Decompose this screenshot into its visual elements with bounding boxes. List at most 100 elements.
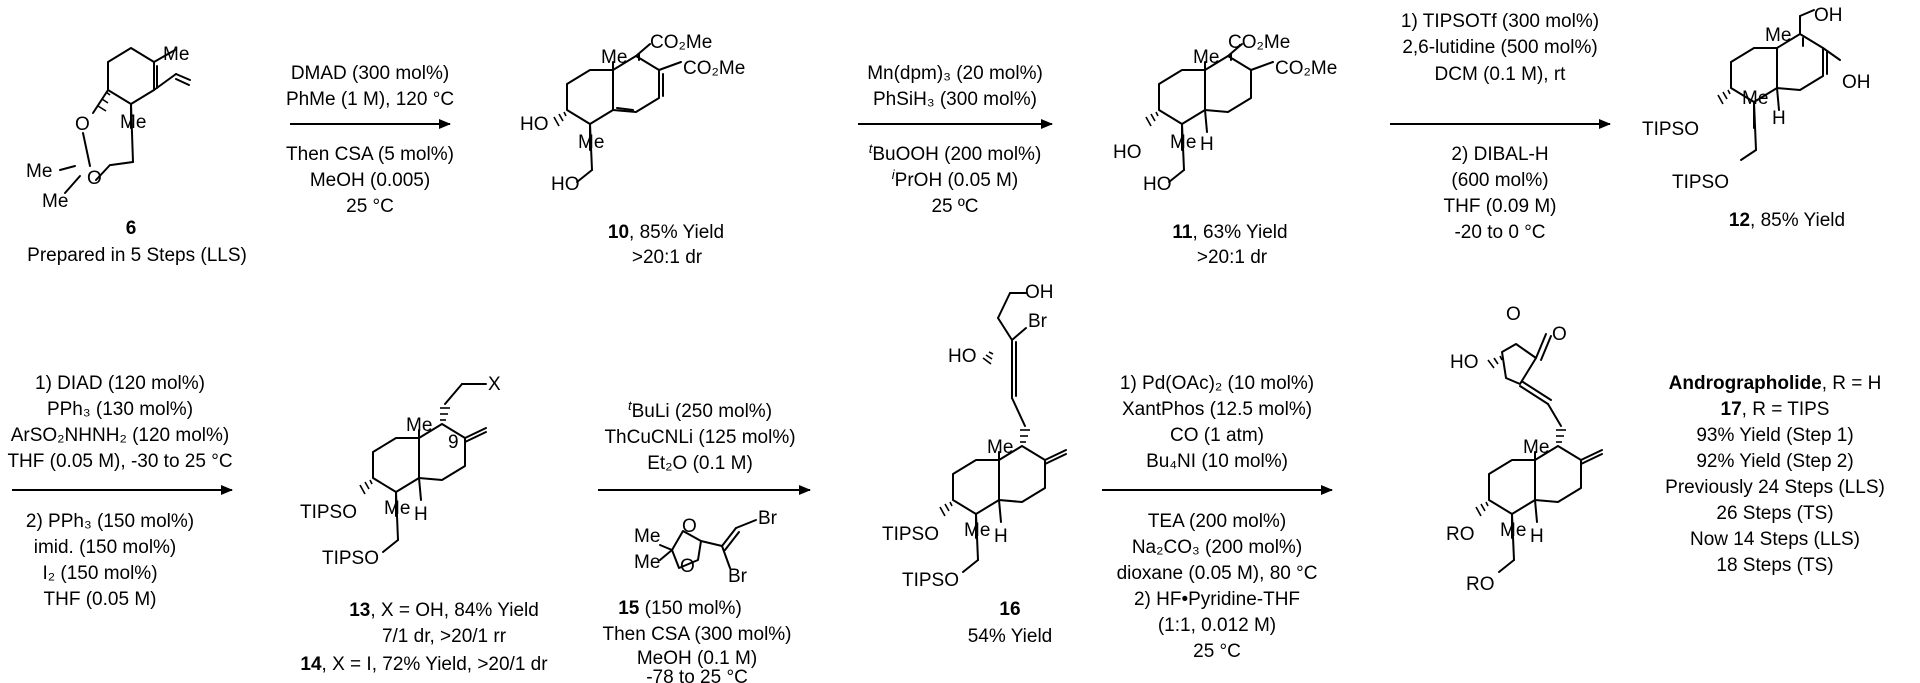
compound-13-structure	[359, 383, 487, 553]
arrow6-below-2: Na₂CO₃ (200 mol%)	[1132, 537, 1302, 558]
reagent15-br2: Br	[728, 566, 748, 587]
c10-dr: >20:1 dr	[632, 247, 703, 268]
c11-label: 11, 63% Yield	[1172, 222, 1287, 243]
c16-h: H	[994, 526, 1008, 547]
c6-caption: Prepared in 5 Steps (LLS)	[27, 245, 247, 266]
arrow5-below-1: 15 (150 mol%)	[618, 598, 742, 619]
c12-label: 12, 85% Yield	[1729, 210, 1845, 231]
c16-ho: HO	[948, 346, 977, 367]
c16-tipso-left: TIPSO	[882, 524, 939, 545]
c16-tipso-bottom: TIPSO	[902, 570, 959, 591]
c13-tipso-left: TIPSO	[300, 502, 357, 523]
c12-me-mid: Me	[1742, 88, 1768, 109]
arrow2-above-2: PhSiH₃ (300 mol%)	[873, 89, 1037, 110]
c13-tipso-bottom: TIPSO	[322, 548, 379, 569]
arrow1-below-2: MeOH (0.005)	[310, 170, 430, 191]
c11-me-mid: Me	[1170, 132, 1196, 153]
c12-oh-right: OH	[1842, 72, 1871, 93]
compound-10-structure	[553, 43, 682, 183]
c17-me-top: Me	[1523, 437, 1549, 458]
summary-line-4: 26 Steps (TS)	[1716, 503, 1833, 524]
c17-ro-left: RO	[1446, 524, 1475, 545]
c17-ro-bottom: RO	[1466, 574, 1495, 595]
compound-12-structure	[1717, 9, 1841, 161]
arrow4-below-2: imid. (150 mol%)	[34, 537, 177, 558]
c16-me-mid: Me	[964, 520, 990, 541]
c10-label: 10, 85% Yield	[608, 222, 724, 243]
c17-me-mid: Me	[1500, 520, 1526, 541]
c16-oh: OH	[1025, 282, 1054, 303]
summary-line-3: Previously 24 Steps (LLS)	[1665, 477, 1885, 498]
c13-me-mid: Me	[384, 498, 410, 519]
c6-me-left2: Me	[42, 191, 68, 212]
arrow4-below-1: 2) PPh₃ (150 mol%)	[26, 511, 194, 532]
arrow2-below-3: 25 ºC	[931, 196, 978, 217]
c12-oh-top: OH	[1814, 5, 1843, 26]
reagent15-br1: Br	[758, 508, 778, 529]
compound-6-structure	[59, 47, 191, 194]
arrow2-sup-i: i	[892, 167, 896, 182]
reagent15-me2: Me	[634, 552, 660, 573]
c10-co2me-right: CO₂Me	[683, 58, 745, 79]
c11-co2me-right: CO₂Me	[1275, 58, 1337, 79]
arrow3-above-2: 2,6-lutidine (500 mol%)	[1402, 37, 1597, 58]
compound-16-structure	[939, 292, 1067, 573]
arrow3-below-2: (600 mol%)	[1451, 170, 1548, 191]
arrow6-below-3: dioxane (0.05 M), 80 °C	[1117, 563, 1318, 584]
c13-nine: 9	[448, 432, 459, 453]
c16-br: Br	[1028, 311, 1048, 332]
arrow2-below-1: tBuOOH (200 mol%)	[869, 141, 1042, 165]
c14-number: 14	[300, 654, 322, 675]
arrow2-below-1-text: BuOOH (200 mol%)	[872, 144, 1041, 165]
summary-num-rest: , R = TIPS	[1742, 399, 1830, 420]
c17-h: H	[1530, 526, 1544, 547]
arrow2-below-2-text: PrOH (0.05 M)	[895, 170, 1019, 191]
c14-line: 14, X = I, 72% Yield, >20/1 dr	[300, 654, 548, 675]
arrow1-above-2: PhMe (1 M), 120 °C	[286, 89, 454, 110]
c10-me-top: Me	[601, 47, 627, 68]
arrow3-below-4: -20 to 0 °C	[1454, 222, 1545, 243]
c11-ho-bottom: HO	[1143, 174, 1172, 195]
arrow1-below-3: 25 °C	[346, 196, 394, 217]
arrow6-below-5: (1:1, 0.012 M)	[1158, 615, 1276, 636]
compound-11-structure	[1145, 43, 1274, 183]
c10-number: 10	[608, 222, 629, 243]
summary-line-2: 92% Yield (Step 2)	[1696, 451, 1853, 472]
arrow6-below-1: TEA (200 mol%)	[1148, 511, 1286, 532]
arrow4-above-1: 1) DIAD (120 mol%)	[35, 373, 205, 394]
c6-me-mid: Me	[120, 112, 146, 133]
arrow3-above-1: 1) TIPSOTf (300 mol%)	[1401, 11, 1599, 32]
arrow2-below-2: iPrOH (0.05 M)	[892, 167, 1018, 191]
summary-line-5: Now 14 Steps (LLS)	[1690, 529, 1860, 550]
c16-number: 16	[999, 599, 1020, 620]
c14-line-rest: , X = I, 72% Yield, >20/1 dr	[322, 654, 549, 675]
arrow5-above-3: Et₂O (0.1 M)	[647, 453, 753, 474]
summary-num-line: 17, R = TIPS	[1721, 399, 1830, 420]
arrow5-below-1-text: (150 mol%)	[639, 598, 741, 619]
summary-name: Andrographolide	[1669, 373, 1822, 394]
summary-line-1: 93% Yield (Step 1)	[1696, 425, 1853, 446]
c10-yield: , 85% Yield	[629, 222, 724, 243]
summary-name-line: Andrographolide, R = H	[1669, 373, 1882, 394]
arrow5-below-num: 15	[618, 598, 640, 619]
c10-ho-bottom: HO	[551, 174, 580, 195]
arrow3-below-1: 2) DIBAL-H	[1451, 144, 1548, 165]
c12-h: H	[1772, 108, 1786, 129]
arrow1-above-1: DMAD (300 mol%)	[291, 63, 449, 84]
arrow4-below-3: I₂ (150 mol%)	[42, 563, 157, 584]
arrow4-below-4: THF (0.05 M)	[44, 589, 157, 610]
c11-h: H	[1200, 134, 1214, 155]
c11-co2me-top: CO₂Me	[1228, 32, 1290, 53]
c13-x: X	[488, 374, 501, 395]
c13-me-top: Me	[406, 415, 432, 436]
c6-me-top: Me	[163, 44, 189, 65]
arrow4-above-4: THF (0.05 M), -30 to 25 °C	[7, 451, 232, 472]
reagent15-me1: Me	[634, 526, 660, 547]
c13-line1: 13, X = OH, 84% Yield	[349, 600, 539, 621]
arrow5-above-1-text: BuLi (250 mol%)	[632, 401, 772, 422]
reagent15-o2: O	[680, 556, 695, 577]
arrow6-above-4: Bu₄NI (10 mol%)	[1146, 451, 1288, 472]
summary-name-rest: , R = H	[1822, 373, 1882, 394]
arrow5-above-1: tBuLi (250 mol%)	[628, 398, 772, 422]
